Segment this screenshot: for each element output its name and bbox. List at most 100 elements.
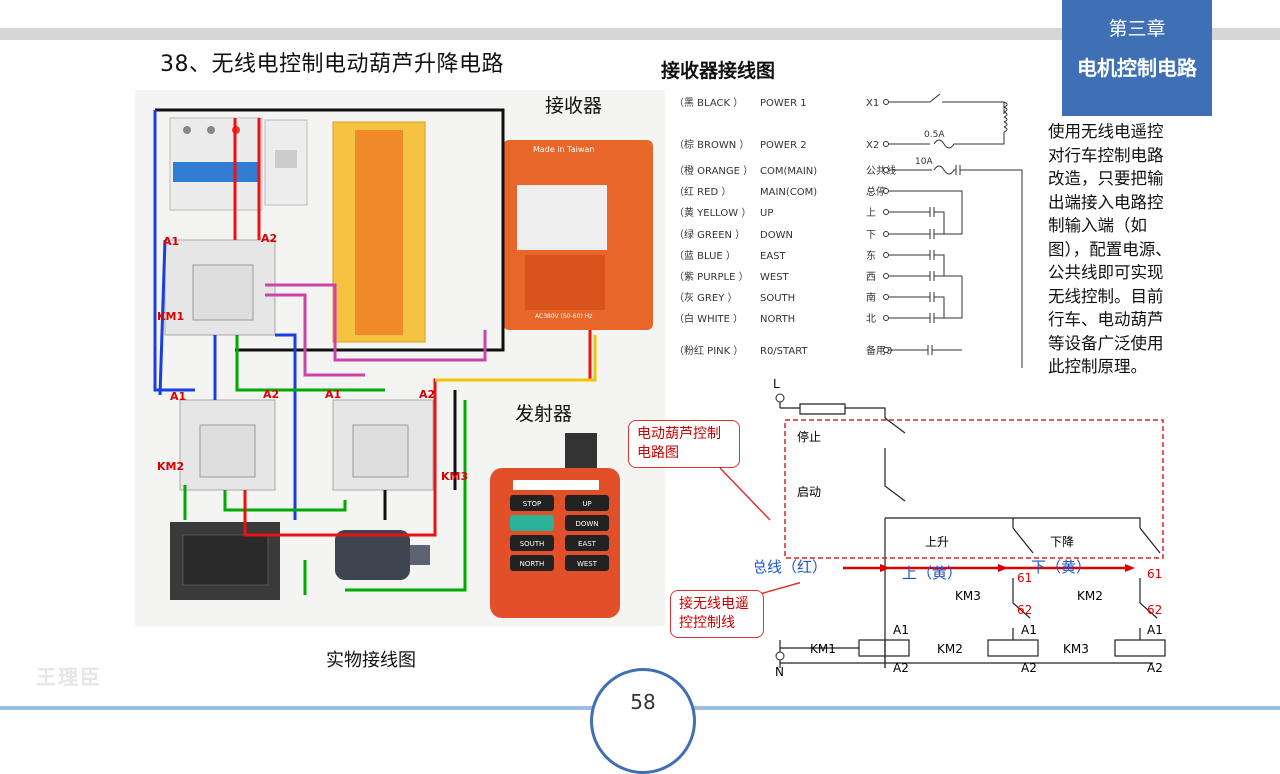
chapter-label: 第三章	[1108, 18, 1166, 40]
wire-color-label: （白 WHITE ）	[674, 312, 743, 325]
km1-a1-label: A1	[163, 235, 179, 248]
stop-switch-label: 停止	[797, 429, 821, 444]
wire-function-label: MAIN(COM)	[760, 187, 817, 198]
km2-a2-label: A2	[263, 388, 279, 401]
terminal-label: 上	[866, 207, 876, 219]
terminal-label: 东	[866, 249, 876, 262]
coil-km3-a2: A2	[1147, 661, 1163, 675]
terminal-dot	[883, 294, 889, 300]
wire-color-label: （黑 BLACK ）	[674, 97, 743, 109]
remote-button	[565, 555, 609, 571]
wire-color-label: （粉红 PINK ）	[674, 344, 743, 357]
terminal-dot	[883, 209, 889, 215]
coil-km1-name: KM1	[810, 642, 836, 656]
remote-button-label: UP	[582, 500, 591, 508]
top-bar	[0, 28, 1280, 40]
wire-function-label: EAST	[760, 251, 787, 262]
remote-button	[510, 535, 554, 551]
wire-function-label: POWER 1	[760, 98, 807, 109]
wire-color-label: （黄 YELLOW ）	[674, 206, 751, 219]
remote-button	[510, 555, 554, 571]
terminal-dot	[883, 141, 889, 147]
terminal-label: 北	[866, 313, 876, 325]
wire-color-label: （蓝 BLUE ）	[674, 250, 736, 262]
receiver-label: 接收器	[545, 95, 602, 117]
page-number-badge	[590, 668, 696, 774]
terminal-label: 总停	[866, 185, 886, 198]
fuse-10a-label: 10A	[915, 157, 933, 167]
control-circuit-diagram: L N 停止 启动 上升 下降 总线（红） 上（黄） 下（黄） 61 62 61…	[752, 377, 1183, 684]
terminal-dot	[883, 315, 889, 321]
start-switch-label: 启动	[797, 485, 821, 499]
wire-color-label: （灰 GREY ）	[674, 291, 737, 304]
terminal-label: 下	[866, 230, 876, 241]
km3-a1-label: A1	[325, 388, 341, 401]
transmitter-label: 发射器	[515, 403, 572, 425]
receiver-rating: AC380V (50-60) Hz	[535, 313, 592, 320]
wire-color-label: （紫 PURPLE ）	[674, 271, 749, 283]
coil-km3-name: KM3	[1063, 642, 1089, 656]
wire-function-label: R0/START	[760, 346, 808, 357]
terminal-dot	[883, 231, 889, 237]
km3-interlock-label: KM3	[955, 589, 981, 603]
terminal-dot	[883, 273, 889, 279]
wire-color-label: （绿 GREEN ）	[674, 228, 745, 241]
terminal-dot	[883, 347, 889, 353]
wire-function-label: WEST	[760, 272, 790, 283]
wire-function-label: DOWN	[760, 230, 793, 241]
terminal-dot	[883, 99, 889, 105]
wire-color-label: （红 RED ）	[674, 185, 731, 198]
down-wire-label: 下（黄）	[1031, 558, 1091, 576]
control-circuit-svg: L N 停止 启动 上升 下降 总线（红） 上（黄） 下（黄） 61 62 61…	[752, 377, 1166, 679]
coil-km2-a1: A1	[1021, 623, 1037, 637]
coil-km1-a1: A1	[893, 623, 909, 637]
coil-km2-name: KM2	[937, 642, 963, 656]
wire-function-label: POWER 2	[760, 140, 807, 151]
terminal-label: 西	[866, 272, 876, 283]
watermark-text: 王理臣	[36, 665, 102, 689]
terminal-dot	[883, 167, 889, 173]
callout-remote-wire: 接无线电遥控控制线	[670, 590, 764, 638]
wire-function-label: UP	[760, 208, 773, 219]
wire-function-label: NORTH	[760, 314, 795, 325]
receiver-badge: Made in Taiwan	[533, 145, 594, 154]
remote-button-label: NORTH	[520, 560, 545, 568]
coil-km3-a1: A1	[1147, 623, 1163, 637]
contact-62-b: 62	[1147, 603, 1162, 617]
km2-interlock-label: KM2	[1077, 589, 1103, 603]
coil-km2-a2: A2	[1021, 661, 1037, 675]
km2-a1-label: A1	[170, 390, 186, 403]
receiver-diagram-title: 接收器接线图	[661, 60, 776, 82]
fuse-05a-label: 0.5A	[924, 130, 945, 140]
up-switch-label: 上升	[925, 535, 949, 549]
remote-button-label: STOP	[523, 500, 541, 508]
remote-start-button	[510, 515, 554, 531]
km3-label: KM3	[441, 470, 468, 483]
chapter-title: 电机控制电路	[1077, 56, 1197, 80]
receiver-circuit-lines	[889, 93, 1023, 408]
km1-a2-label: A2	[261, 232, 277, 245]
km1-label: KM1	[157, 310, 184, 323]
remote-button	[565, 495, 609, 511]
line-N-label: N	[775, 665, 784, 679]
terminal-label: 南	[866, 291, 876, 304]
description-text: 使用无线电遥控对行车控制电路改造，只要把输出端接入电路控制输入端（如图），配置电…	[1048, 122, 1172, 376]
up-wire-label: 上（黄）	[902, 564, 962, 582]
coil-km1-a2: A2	[893, 661, 909, 675]
wire-function-label: COM(MAIN)	[760, 166, 817, 177]
terminal-label: X2	[866, 140, 879, 151]
terminal-dot	[883, 252, 889, 258]
km2-label: KM2	[157, 460, 184, 473]
km3-a2-label: A2	[419, 388, 435, 401]
remote-button	[510, 495, 554, 511]
callout-control-circuit: 电动葫芦控制电路图	[628, 420, 740, 468]
remote-button-label: SOUTH	[520, 540, 545, 548]
photo-caption: 实物接线图	[326, 650, 416, 671]
contact-62-a: 62	[1017, 603, 1032, 617]
remote-button-label: WEST	[577, 560, 598, 568]
terminal-dot	[883, 188, 889, 194]
remote-button	[565, 535, 609, 551]
remote-button-label: DOWN	[575, 520, 598, 528]
